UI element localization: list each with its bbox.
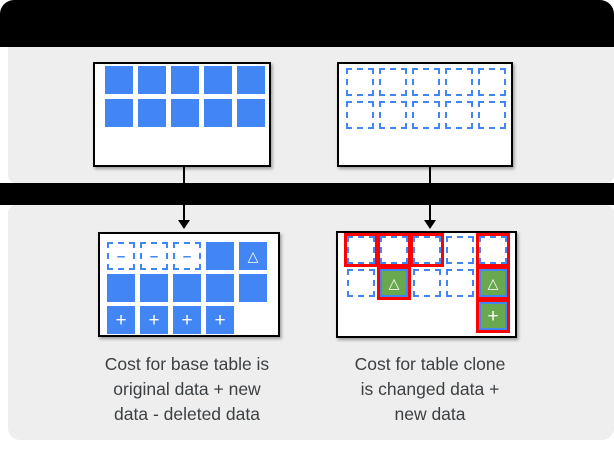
top-black-bar [0, 0, 614, 47]
solid-plus-cell: + [107, 306, 135, 334]
plus-icon: + [148, 309, 160, 331]
solid-cell [140, 274, 168, 302]
solid-plus-cell: + [206, 306, 234, 334]
arrow-down-left [178, 167, 190, 230]
plus-icon: + [214, 309, 226, 331]
dashed-cell [445, 101, 473, 129]
solid-cell [206, 242, 234, 270]
dashed-minus-cell: – [107, 242, 135, 270]
minus-icon: – [149, 247, 159, 265]
arrow-down-right [424, 167, 436, 230]
dashed-red-cell [377, 233, 411, 267]
base-table-after-changes-box: – – – △ + + + + [98, 232, 280, 337]
dashed-cell [412, 101, 440, 129]
solid-cell [237, 66, 265, 94]
dashed-cell [347, 269, 375, 297]
arrow-head-icon [178, 220, 190, 229]
green-plus-red-cell: + [476, 299, 510, 333]
solid-plus-cell: + [140, 306, 168, 334]
green-triangle-red-cell: △ [476, 266, 510, 300]
green-triangle-red-cell: △ [377, 266, 411, 300]
triangle-icon: △ [388, 275, 400, 291]
arrow-line [183, 167, 185, 221]
arrow-line [429, 167, 431, 221]
triangle-icon: △ [247, 248, 259, 264]
arrow-head-icon [424, 220, 436, 229]
plus-icon: + [487, 305, 499, 327]
base-table-cost-caption: Cost for base table is original data + n… [104, 354, 270, 424]
solid-cell [171, 99, 199, 127]
dashed-cell [446, 236, 474, 264]
solid-cell [138, 66, 166, 94]
minus-icon: – [116, 247, 126, 265]
middle-black-bar [0, 183, 614, 205]
plus-icon: + [181, 309, 193, 331]
dashed-red-cell [344, 233, 378, 267]
dashed-cell [413, 269, 441, 297]
table-clone-cost-caption: Cost for table clone is changed data + n… [354, 354, 506, 424]
dashed-red-cell [410, 233, 444, 267]
solid-cell [239, 274, 267, 302]
triangle-icon: △ [487, 275, 499, 291]
dashed-cell [346, 101, 374, 129]
dashed-red-cell [476, 233, 510, 267]
solid-cell [204, 66, 232, 94]
minus-icon: – [182, 247, 192, 265]
dashed-cell [379, 101, 407, 129]
dashed-cell [412, 68, 440, 96]
table-clone-initial-box [337, 62, 513, 167]
table-clone-after-changes-box: △ △ + [336, 231, 517, 338]
dashed-cell [446, 269, 474, 297]
dashed-cell [478, 101, 506, 129]
solid-cell [171, 66, 199, 94]
dashed-cell [379, 68, 407, 96]
dashed-minus-cell: – [173, 242, 201, 270]
solid-triangle-cell: △ [239, 242, 267, 270]
solid-cell [105, 99, 133, 127]
solid-cell [237, 99, 265, 127]
solid-cell [204, 99, 232, 127]
solid-cell [173, 274, 201, 302]
dashed-minus-cell: – [140, 242, 168, 270]
solid-plus-cell: + [173, 306, 201, 334]
solid-cell [105, 66, 133, 94]
base-table-original-box [93, 62, 271, 167]
solid-cell [206, 274, 234, 302]
dashed-cell [346, 68, 374, 96]
dashed-cell [445, 68, 473, 96]
solid-cell [107, 274, 135, 302]
dashed-cell [478, 68, 506, 96]
solid-cell [138, 99, 166, 127]
plus-icon: + [115, 309, 127, 331]
